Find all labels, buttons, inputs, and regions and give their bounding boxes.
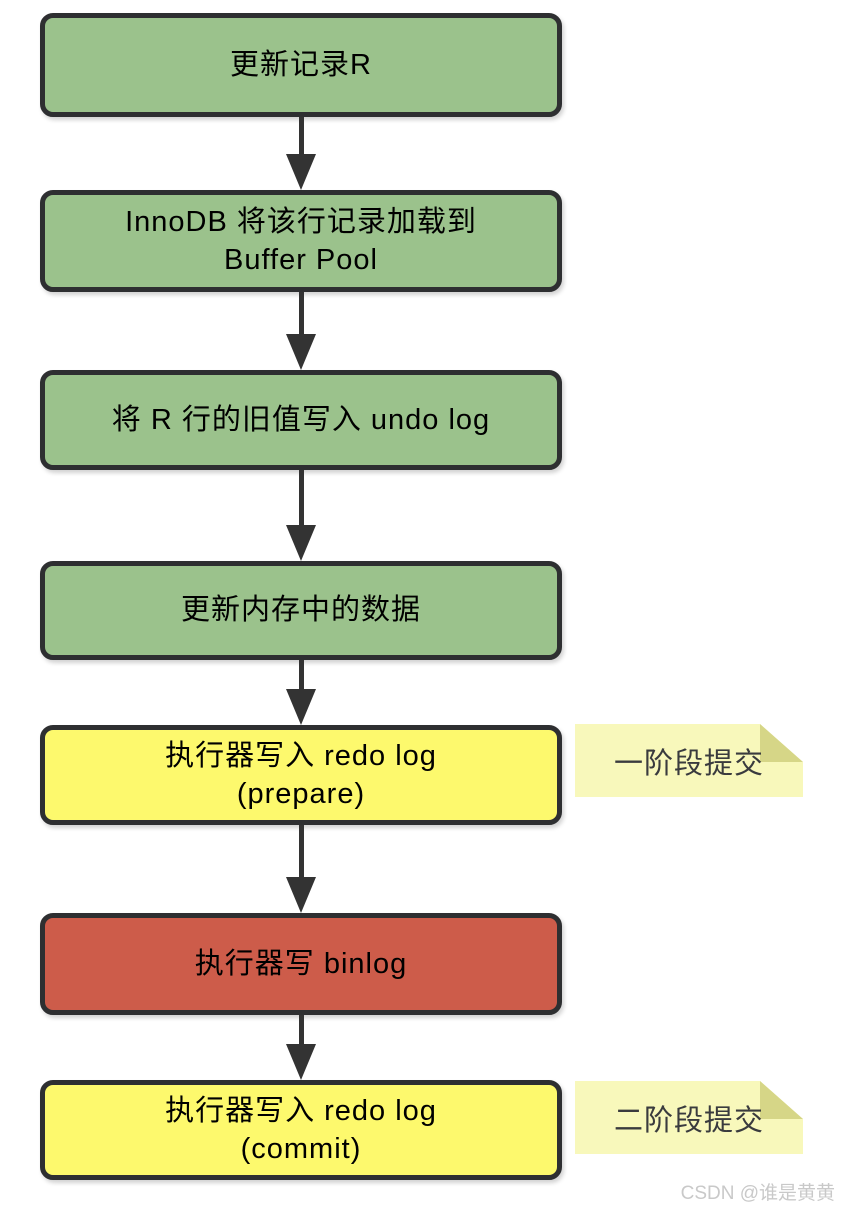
flow-step-redo-log-commit: 执行器写入 redo log (commit) <box>40 1080 562 1180</box>
arrow-head-icon <box>286 877 316 913</box>
arrow-line-5 <box>299 825 304 878</box>
arrow-line-2 <box>299 292 304 335</box>
flow-step-update-record: 更新记录R <box>40 13 562 117</box>
arrow-head-icon <box>286 525 316 561</box>
sticky-note-icon <box>575 1081 803 1154</box>
arrow-head-icon <box>286 154 316 190</box>
arrow-line-3 <box>299 470 304 526</box>
flow-step-write-undo-log: 将 R 行的旧值写入 undo log <box>40 370 562 470</box>
arrow-head-icon <box>286 1044 316 1080</box>
flow-step-load-buffer-pool: InnoDB 将该行记录加载到 Buffer Pool <box>40 190 562 292</box>
arrow-line-6 <box>299 1015 304 1045</box>
sticky-note-icon <box>575 724 803 797</box>
arrow-head-icon <box>286 689 316 725</box>
note-phase-two-label: 二阶段提交 <box>613 1104 764 1137</box>
watermark: CSDN @谁是黄黄 <box>680 1183 835 1204</box>
note-phase-two: 二阶段提交 <box>575 1081 803 1154</box>
arrow-head-icon <box>286 334 316 370</box>
note-phase-one: 一阶段提交 <box>575 724 803 797</box>
flow-step-write-binlog: 执行器写 binlog <box>40 913 562 1015</box>
note-phase-one-label: 一阶段提交 <box>613 747 764 780</box>
arrow-line-1 <box>299 117 304 155</box>
flow-step-redo-log-prepare: 执行器写入 redo log (prepare) <box>40 725 562 825</box>
flow-step-update-memory: 更新内存中的数据 <box>40 561 562 660</box>
arrow-line-4 <box>299 660 304 690</box>
